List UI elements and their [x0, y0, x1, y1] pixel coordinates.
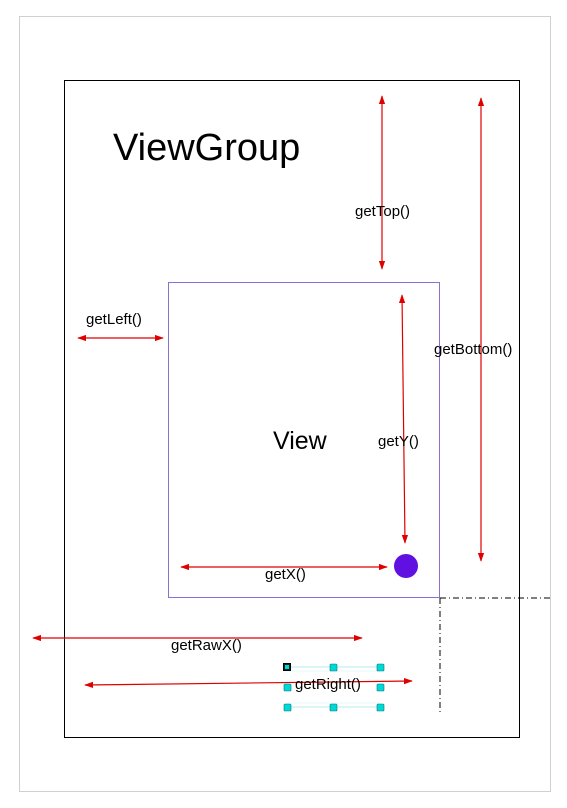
get-right-arrow: [84, 677, 413, 689]
get-raw-x-label: getRawX(): [171, 637, 242, 654]
selection-handle: [329, 703, 338, 712]
touch-point: [394, 554, 418, 578]
selection-handles: [283, 663, 385, 712]
selection-handle: [376, 663, 385, 672]
page-border: [19, 16, 551, 792]
selection-handle: [329, 663, 338, 672]
get-bottom-label: getBottom(): [434, 341, 512, 358]
viewgroup-box: [64, 80, 520, 738]
selection-handle: [376, 703, 385, 712]
view-box: [168, 282, 440, 598]
selection-handle: [283, 683, 292, 692]
selection-handle: [283, 663, 291, 671]
get-y-label: getY(): [378, 433, 419, 450]
get-y-arrow: [398, 294, 409, 544]
selection-handle: [284, 664, 290, 670]
get-right-label: getRight(): [295, 676, 361, 693]
get-left-label: getLeft(): [86, 311, 142, 328]
selection-handle: [283, 703, 292, 712]
get-top-label: getTop(): [355, 203, 410, 220]
viewgroup-label: ViewGroup: [113, 127, 300, 169]
view-label: View: [273, 427, 328, 455]
get-x-label: getX(): [265, 566, 306, 583]
selection-handle: [376, 683, 385, 692]
